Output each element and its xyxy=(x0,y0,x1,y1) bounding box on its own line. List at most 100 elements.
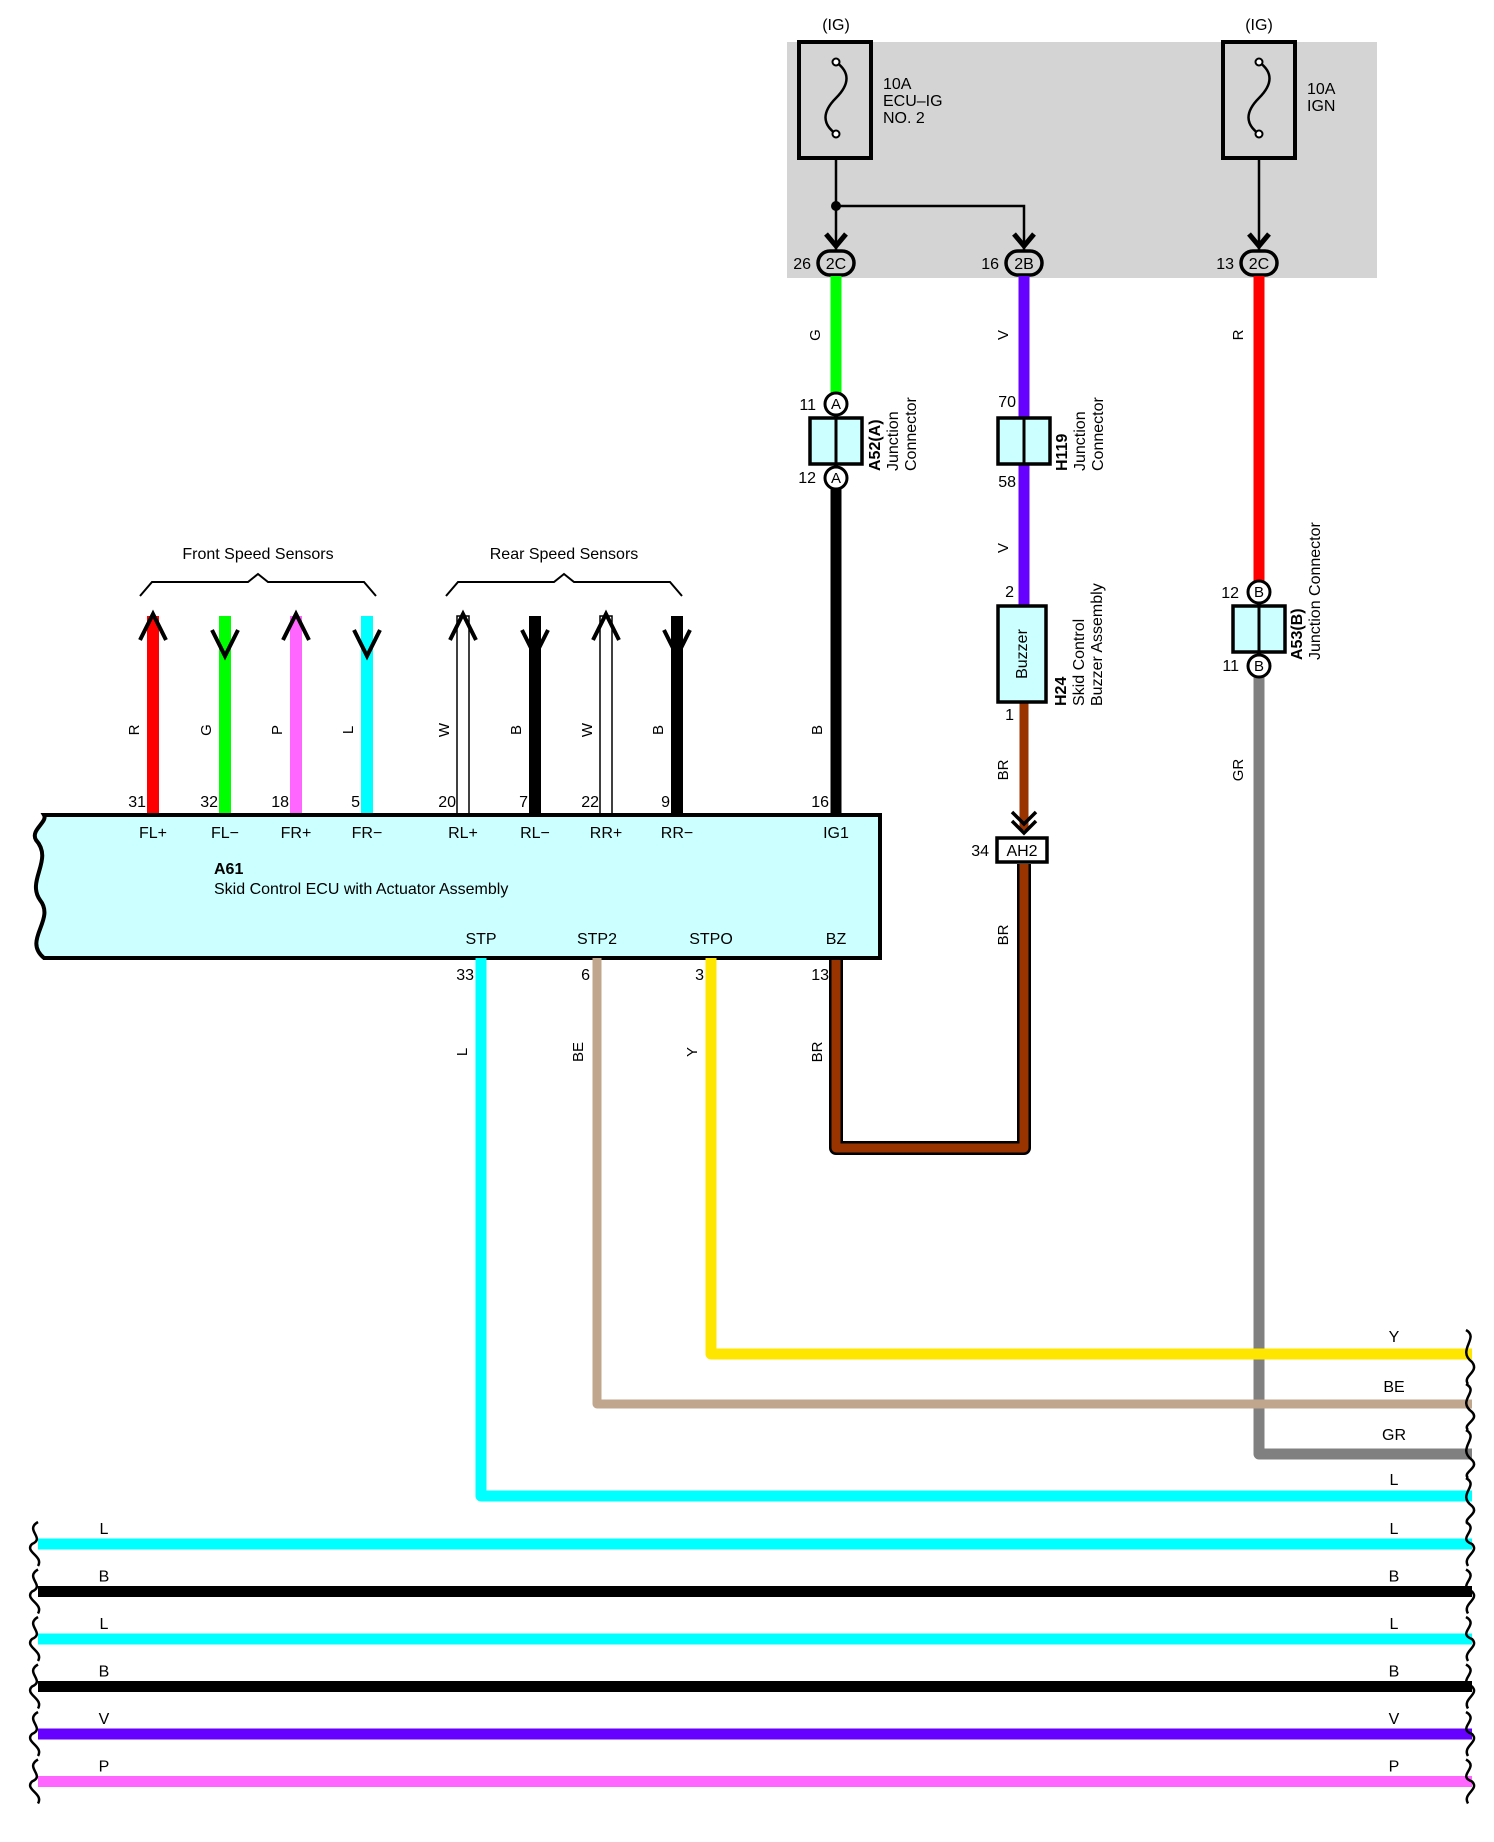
continuation-brace-right xyxy=(1465,1520,1476,1567)
continuation-brace-left xyxy=(28,1758,41,1805)
arrow-down-icon xyxy=(210,629,240,661)
wire-color-label: BR xyxy=(995,759,1012,780)
fuse-supply-label: (IG) xyxy=(822,17,850,34)
wire-color-label: R xyxy=(126,724,143,735)
wire-color-label: W xyxy=(579,722,596,737)
bus-label: B xyxy=(1389,1569,1400,1586)
wire-color-label: Y xyxy=(684,1047,701,1057)
ecu-terminal-label: FL− xyxy=(211,825,239,842)
ecu-terminal-label: STPO xyxy=(689,931,733,948)
bus-label: P xyxy=(1389,1759,1400,1776)
bus-label: L xyxy=(1390,1616,1399,1633)
wire-color-label: L xyxy=(340,726,357,734)
continuation-brace-right xyxy=(1465,1568,1476,1615)
wire-color-label: B xyxy=(809,725,826,735)
wire-l-stp xyxy=(475,958,1472,1502)
wire-y-stpo xyxy=(705,958,1472,1360)
ecu-terminal-label: RL− xyxy=(520,825,550,842)
connector-code: H119 xyxy=(1054,434,1071,471)
bus-label: L xyxy=(100,1521,109,1538)
arrow-up-icon xyxy=(591,609,621,641)
fuse-element-icon xyxy=(1247,60,1271,136)
continuation-brace-left xyxy=(28,1568,41,1615)
pin-number: 70 xyxy=(998,394,1016,411)
wire-color-label: P xyxy=(269,725,286,735)
ecu-terminal-label: RL+ xyxy=(448,825,478,842)
fuse-terminal xyxy=(1254,57,1264,67)
connector-code: H24 xyxy=(1053,677,1070,706)
svg-text:2B: 2B xyxy=(1014,256,1034,273)
pin-number: 6 xyxy=(581,967,590,984)
fuse-name: IGN xyxy=(1307,98,1335,115)
wire-be-stp2 xyxy=(592,958,1472,1409)
svg-text:2C: 2C xyxy=(1249,256,1269,273)
pin-number: 31 xyxy=(128,794,146,811)
svg-text:2C: 2C xyxy=(826,256,846,273)
bus-label: V xyxy=(1389,1711,1400,1728)
arrow-down-icon xyxy=(520,629,550,661)
pin-number: 11 xyxy=(799,397,816,414)
ecu-code: A61 xyxy=(214,861,243,878)
arrow-up-icon xyxy=(281,609,311,641)
svg-text:AH2: AH2 xyxy=(1006,843,1037,860)
svg-text:A: A xyxy=(831,470,841,487)
pin-number: 58 xyxy=(998,474,1016,491)
ecu-output-wires xyxy=(475,958,1472,1502)
front-speed-sensors-label: Front Speed Sensors xyxy=(182,546,333,563)
connector-ah2: AH2 34 xyxy=(971,810,1049,864)
wire-w xyxy=(599,615,613,815)
bus-label: B xyxy=(1389,1664,1400,1681)
pin-number: 2 xyxy=(1005,584,1014,601)
bus-label: Y xyxy=(1389,1329,1400,1346)
wire-color-label: G xyxy=(198,724,215,736)
connector-name: Skid Control xyxy=(1071,619,1088,706)
pin-number: 9 xyxy=(661,794,670,811)
chevron-down-icon xyxy=(1010,810,1038,836)
ecu-terminal-label: IG1 xyxy=(823,825,849,842)
fuse-rating: 10A xyxy=(883,76,912,93)
bus-label: GR xyxy=(1382,1427,1406,1444)
continuation-brace-right xyxy=(1465,1663,1476,1710)
connector-name: Junction Connector xyxy=(1307,521,1324,660)
ecu-terminals: 31FL+32FL−18FR+5FR−20RL+7RL−22RR+9RR−16I… xyxy=(128,794,849,1062)
junction-connector-a53: B B 12 11 A53(B) Junction Connector xyxy=(1221,521,1324,679)
fuse-rating: 10A xyxy=(1307,81,1336,98)
fuse-output-connector: 2C 26 xyxy=(793,249,856,277)
svg-text:B: B xyxy=(1254,584,1264,601)
ecu-terminal-label: FR− xyxy=(352,825,383,842)
pin-number: 33 xyxy=(456,967,474,984)
arrow-up-icon xyxy=(448,609,478,641)
pin-number: 26 xyxy=(793,256,811,273)
bus-label: L xyxy=(1390,1472,1399,1489)
fuse-supply-label: (IG) xyxy=(1245,17,1273,34)
ecu-terminal-label: RR− xyxy=(661,825,693,842)
pin-number: 16 xyxy=(981,256,999,273)
junction-connector-h119: 70 58 H119 Junction Connector xyxy=(996,394,1107,491)
ecu-terminal-label: RR+ xyxy=(590,825,622,842)
arrow-down-icon xyxy=(662,629,692,661)
buzzer-h24: Buzzer 2 1 H24 Skid Control Buzzer Assem… xyxy=(996,583,1106,724)
wire-color-label: V xyxy=(995,330,1012,340)
continuation-brace-left xyxy=(28,1663,41,1710)
bus-label: V xyxy=(99,1711,110,1728)
wire-br-buzzer xyxy=(831,864,1029,1153)
wire-color-label: V xyxy=(995,543,1012,553)
connector-code: A52(A) xyxy=(867,419,884,471)
bus-label: L xyxy=(1390,1521,1399,1538)
fuse-name: ECU–IG xyxy=(883,93,943,110)
junction-connector-a52: A A 11 12 A52(A) Junction Connector xyxy=(798,391,920,491)
ecu-terminal-label: FR+ xyxy=(281,825,312,842)
pin-number: 13 xyxy=(811,967,829,984)
connector-code: A53(B) xyxy=(1289,608,1306,660)
bus-label: B xyxy=(99,1664,110,1681)
pin-number: 18 xyxy=(271,794,289,811)
fuse-terminal xyxy=(1254,129,1264,139)
arrow-down-icon xyxy=(1012,232,1036,250)
pin-number: 5 xyxy=(351,794,360,811)
bus-label: L xyxy=(100,1616,109,1633)
wire-color-label: G xyxy=(807,329,824,341)
fuse-box: (IG) (IG) 10A ECU–IG NO. 2 10A IGN 2C xyxy=(787,17,1377,278)
bus-label: BE xyxy=(1383,1379,1404,1396)
